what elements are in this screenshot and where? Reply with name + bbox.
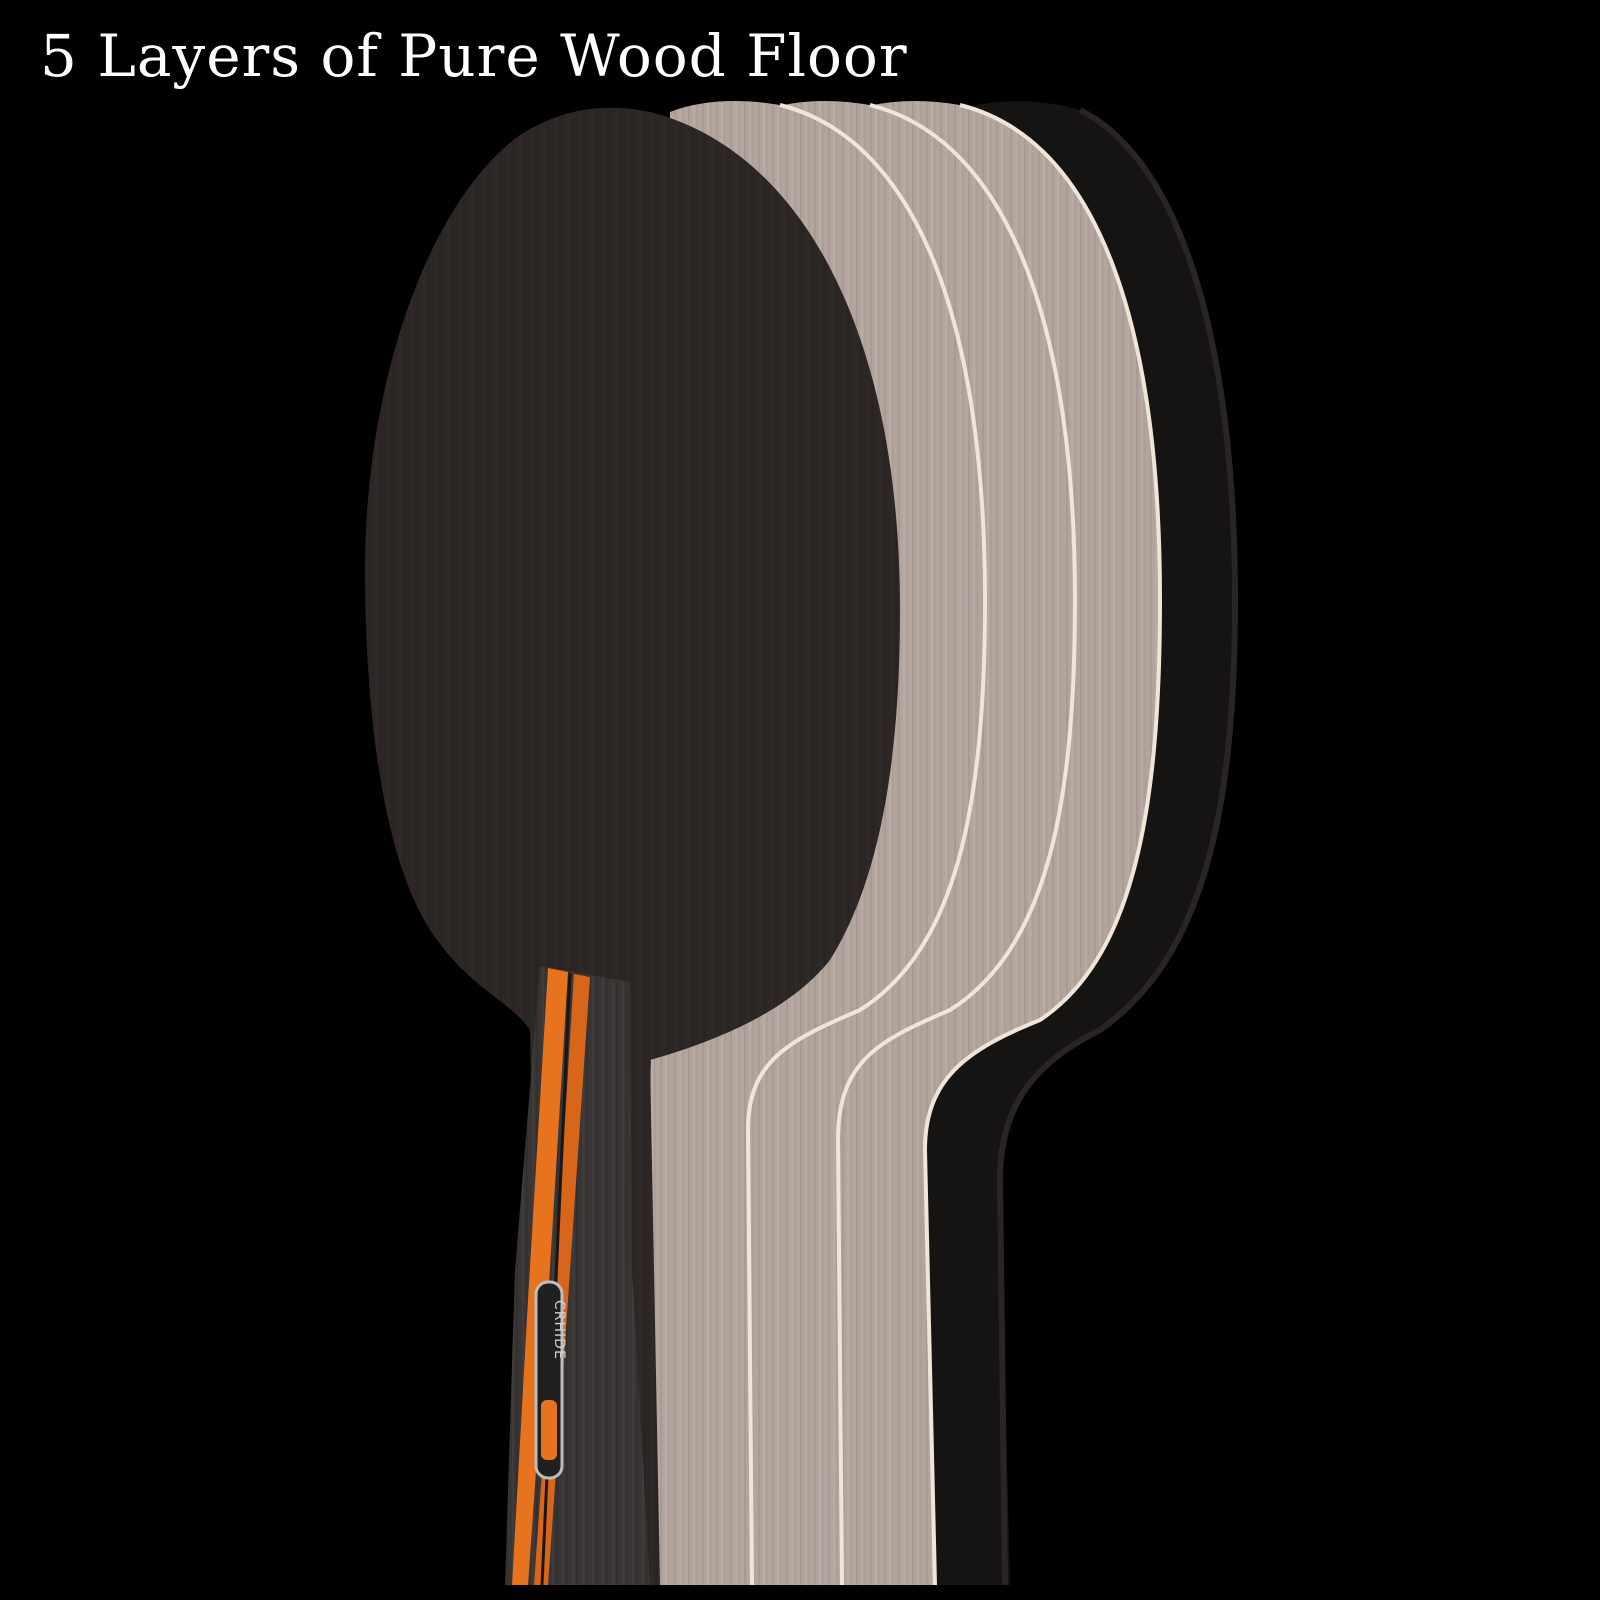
image-title: 5 Layers of Pure Wood Floor	[40, 22, 908, 90]
paddle-handle: CRHIDE	[505, 966, 650, 1586]
handle-brand-text: CRHIDE	[551, 1300, 567, 1360]
handle-brand-badge: CRHIDE	[534, 1280, 567, 1480]
layer-1-face-veneer	[365, 107, 900, 1585]
handle-accent-stripe	[512, 968, 568, 1585]
